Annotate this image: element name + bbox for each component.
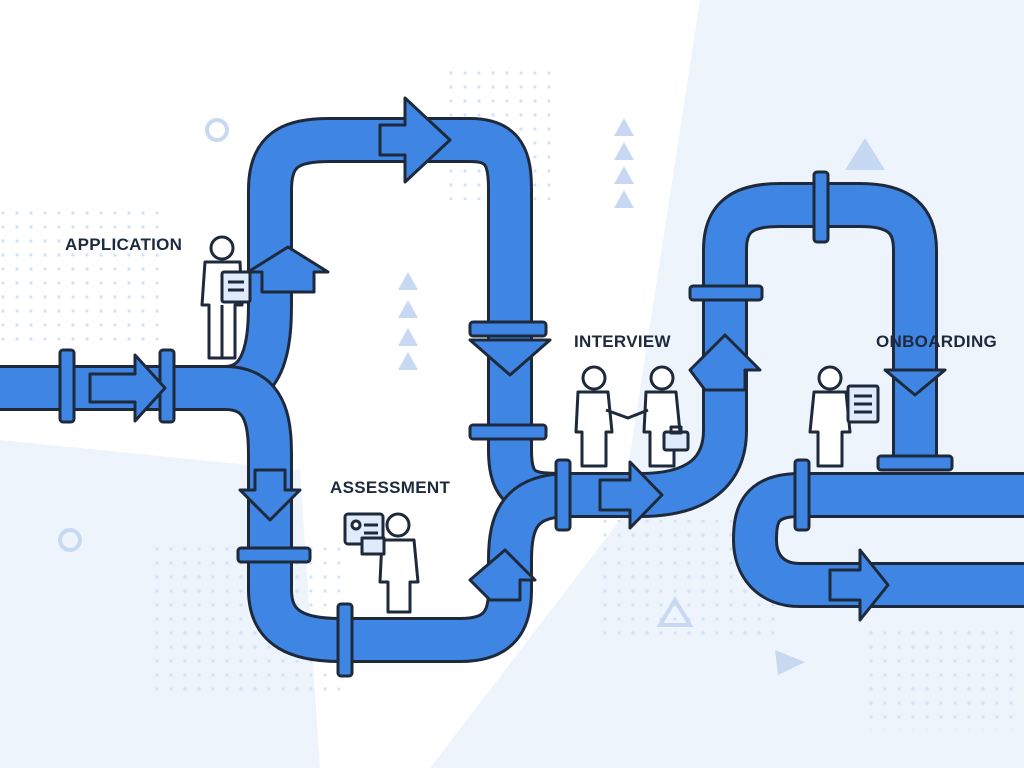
handshake-icon (605, 408, 649, 420)
interview-figures (574, 365, 690, 468)
person-checklist-icon (846, 384, 880, 424)
coupling (793, 458, 811, 532)
flow-arrow-icon (883, 368, 947, 397)
flow-arrow-icon (246, 245, 330, 294)
coupling (812, 170, 830, 244)
coupling (876, 454, 954, 472)
triangle-decor-icon (845, 138, 885, 170)
coupling (688, 284, 764, 302)
flow-arrow-icon (378, 96, 452, 184)
flow-arrow-icon (688, 333, 762, 392)
flow-arrow-icon (88, 353, 167, 423)
decor-shapes (58, 118, 694, 627)
pipe-network (0, 117, 1024, 663)
coupling (58, 348, 76, 424)
flow-arrow-icon (598, 460, 664, 530)
flow-arrow-icon (238, 468, 302, 522)
stage-label-onboarding: ONBOARDING (876, 332, 998, 351)
coupling (468, 320, 548, 338)
circle-decor-icon (205, 118, 229, 142)
flow-arrow-icon (468, 548, 537, 602)
triangle-decor-icon (656, 596, 694, 627)
onboarding-figure (808, 365, 880, 468)
stage-label-interview: INTERVIEW (574, 332, 671, 351)
pipe-couplings (58, 170, 954, 678)
circle-decor-icon (58, 528, 82, 552)
triangle-decor-icon (775, 650, 805, 675)
coupling (554, 458, 572, 532)
coupling (336, 602, 354, 678)
flow-arrow-icon (828, 548, 890, 622)
coupling (236, 546, 312, 564)
flow-arrow-icon (468, 338, 552, 377)
dot-grid-decorations (0, 70, 1020, 730)
person-clipboard-icon (220, 270, 252, 304)
stage-label-assessment: ASSESSMENT (330, 478, 451, 497)
stage-label-application: APPLICATION (65, 235, 183, 254)
assessment-figure (343, 512, 420, 614)
briefcase-icon (662, 425, 690, 452)
pipe-body-return (735, 475, 1024, 605)
coupling (468, 423, 548, 441)
decor-triangles (398, 118, 885, 675)
flow-arrows (88, 96, 947, 622)
application-figure (200, 235, 252, 360)
